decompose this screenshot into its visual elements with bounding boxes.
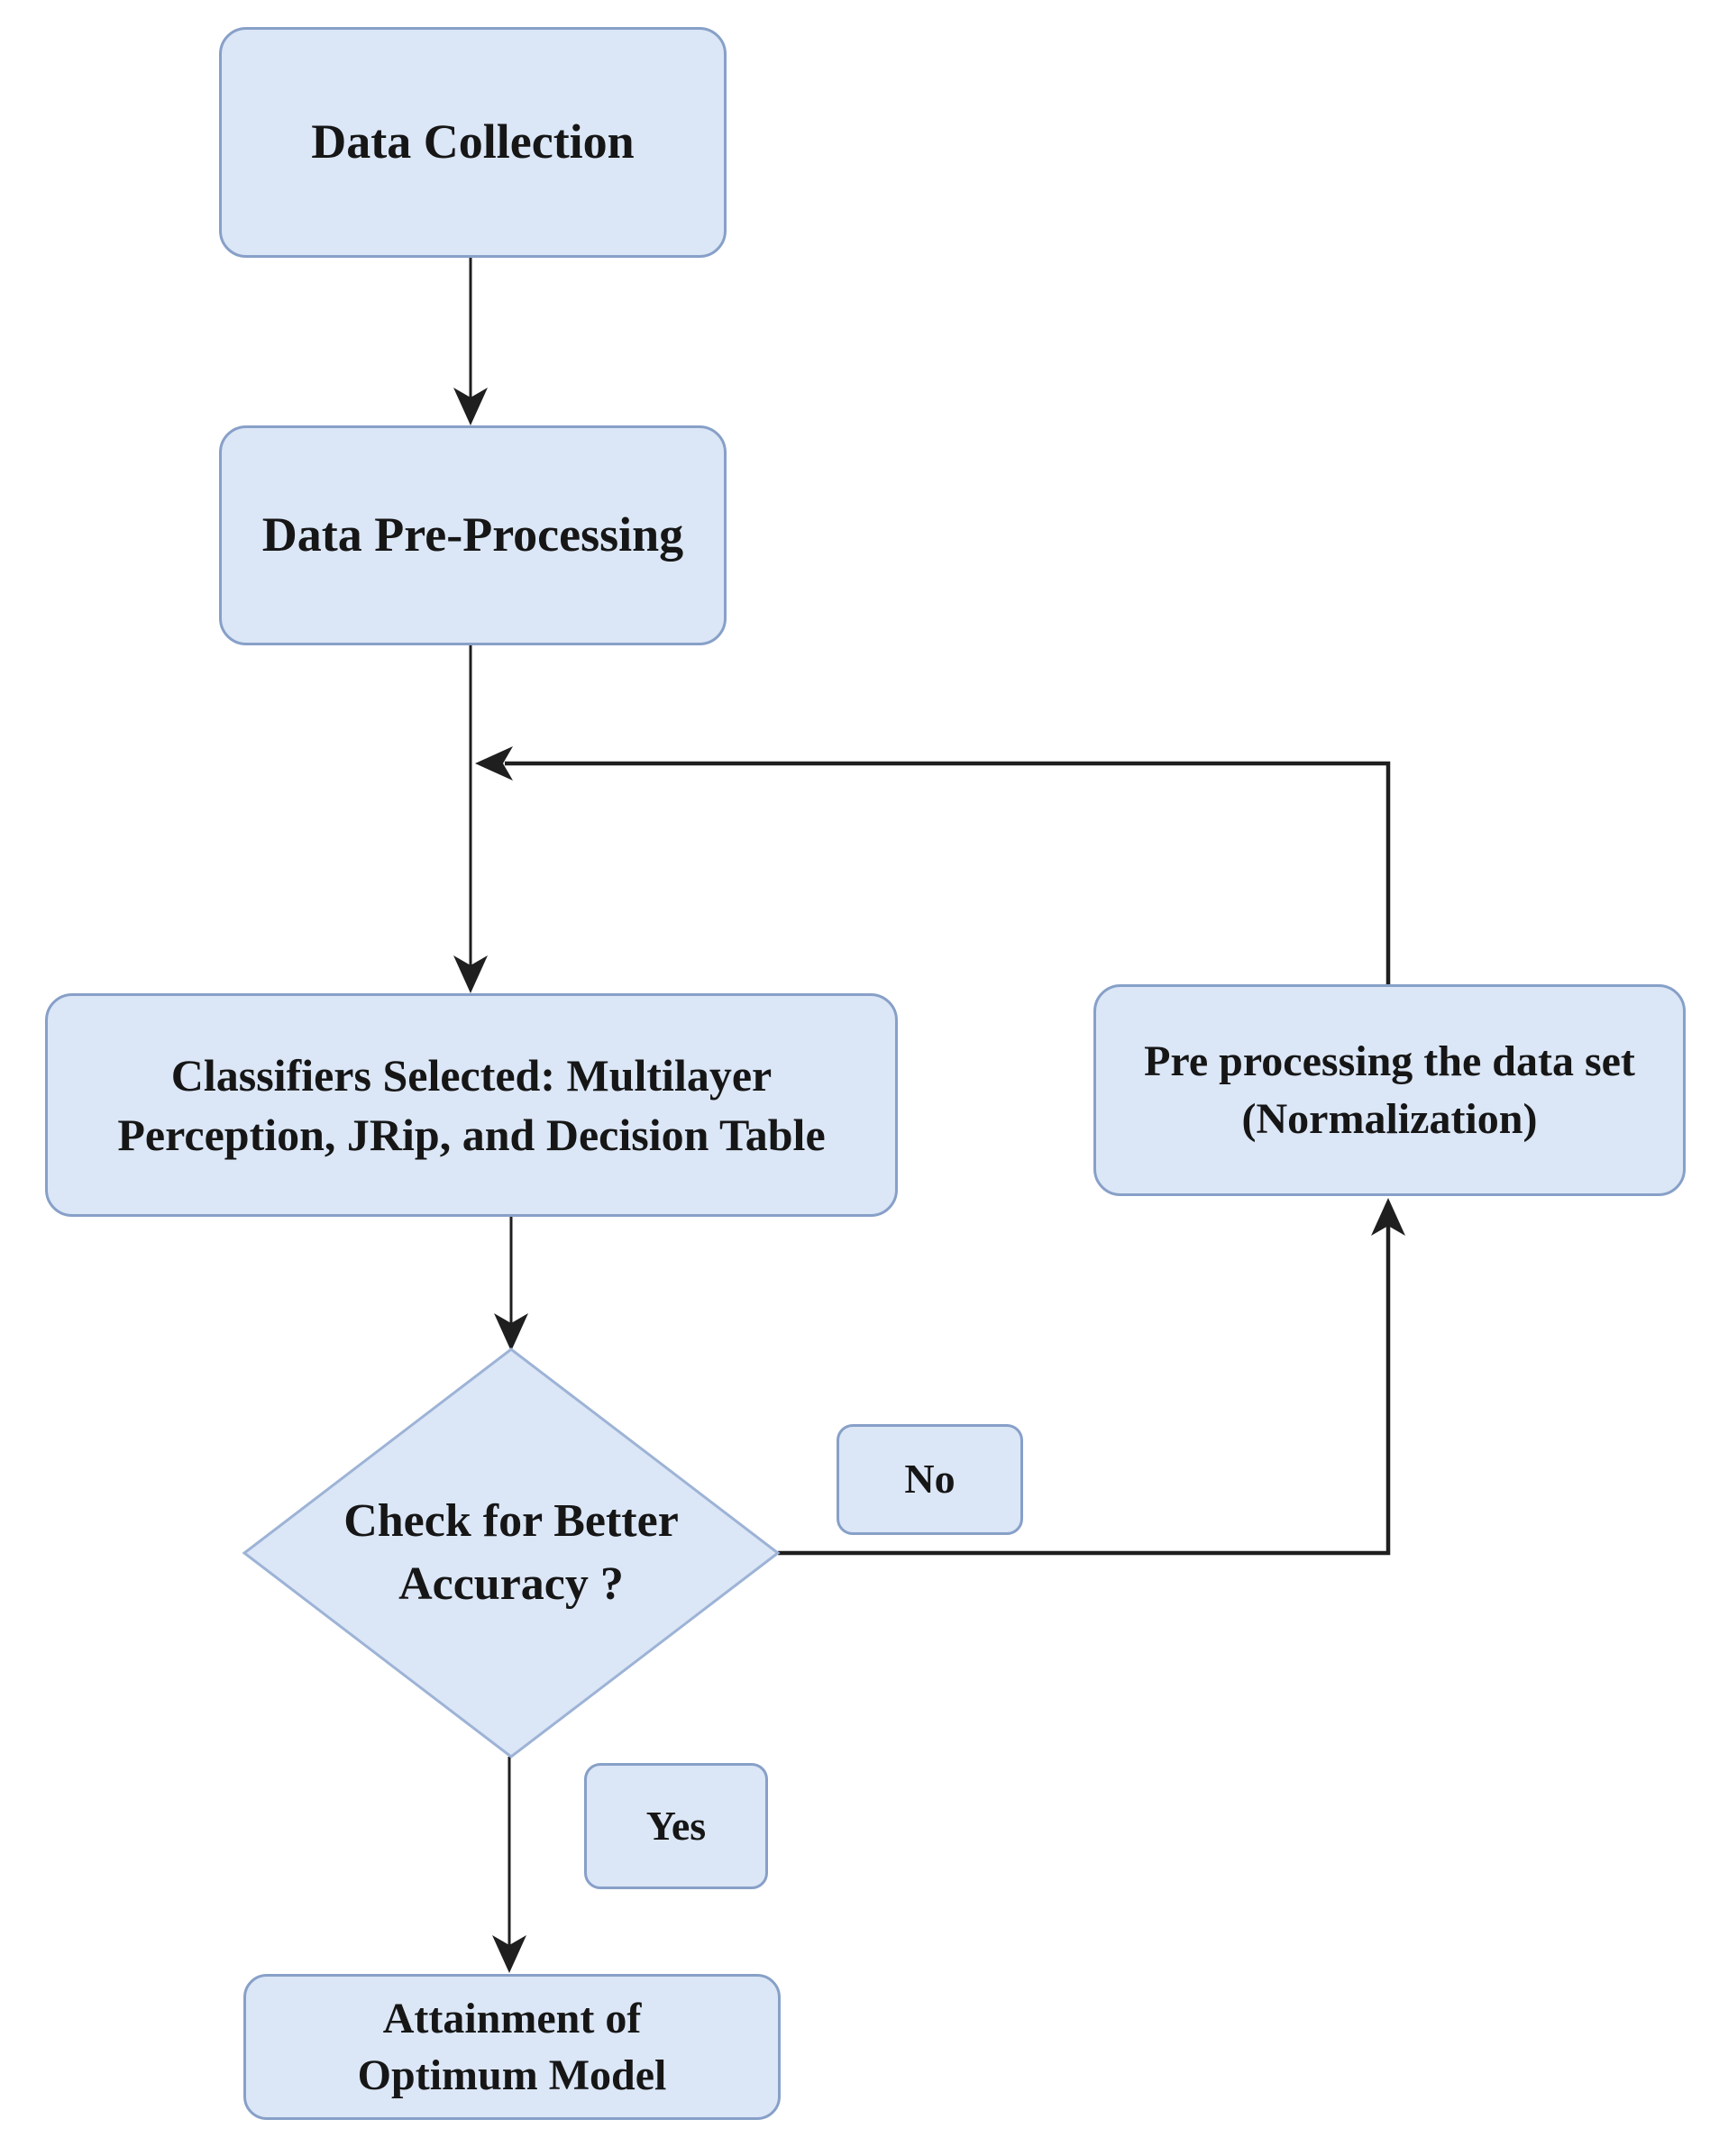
- node-classifiers-line2: Perception, JRip, and Decision Table: [117, 1110, 826, 1160]
- arrowhead-down-attainment: [492, 1935, 526, 1973]
- arrowhead-up-normalization: [1371, 1198, 1405, 1236]
- arrowhead-left-junction: [475, 746, 513, 781]
- node-attainment-line2: Optimum Model: [357, 2051, 667, 2099]
- node-normalization-line1: Pre processing the data set: [1144, 1037, 1635, 1086]
- arrowhead-down-classifiers: [453, 955, 488, 993]
- node-classifiers-line1: Classifiers Selected: Multilayer: [170, 1050, 773, 1101]
- edge-label-yes: Yes: [584, 1763, 768, 1889]
- edge-normalization-loopback: [505, 761, 1391, 984]
- node-data-preprocessing: Data Pre-Processing: [219, 425, 727, 645]
- node-data-collection-label: Data Collection: [311, 114, 635, 169]
- decision-diamond-shape: [242, 1348, 781, 1759]
- node-data-collection: Data Collection: [219, 27, 727, 258]
- arrowhead-down-decision: [494, 1313, 528, 1351]
- node-normalization: Pre processing the data set (Normalizati…: [1093, 984, 1686, 1196]
- edge-label-no-text: No: [904, 1456, 956, 1503]
- edge-label-yes-text: Yes: [645, 1802, 707, 1849]
- arrowhead-down-preprocessing: [453, 388, 488, 425]
- node-decision-label: Check for Better Accuracy ?: [286, 1445, 736, 1661]
- node-decision-line2: Accuracy ?: [398, 1558, 624, 1610]
- node-attainment: Attainment of Optimum Model: [243, 1974, 781, 2120]
- edge-label-no: No: [837, 1424, 1023, 1535]
- edge-decision-no-to-normalization: [778, 1224, 1391, 1556]
- node-data-preprocessing-label: Data Pre-Processing: [261, 507, 684, 562]
- node-decision-line1: Check for Better: [343, 1494, 679, 1547]
- node-classifiers: Classifiers Selected: Multilayer Percept…: [45, 993, 898, 1217]
- node-normalization-line2: (Normalization): [1241, 1094, 1538, 1143]
- node-attainment-line1: Attainment of: [382, 1994, 642, 2042]
